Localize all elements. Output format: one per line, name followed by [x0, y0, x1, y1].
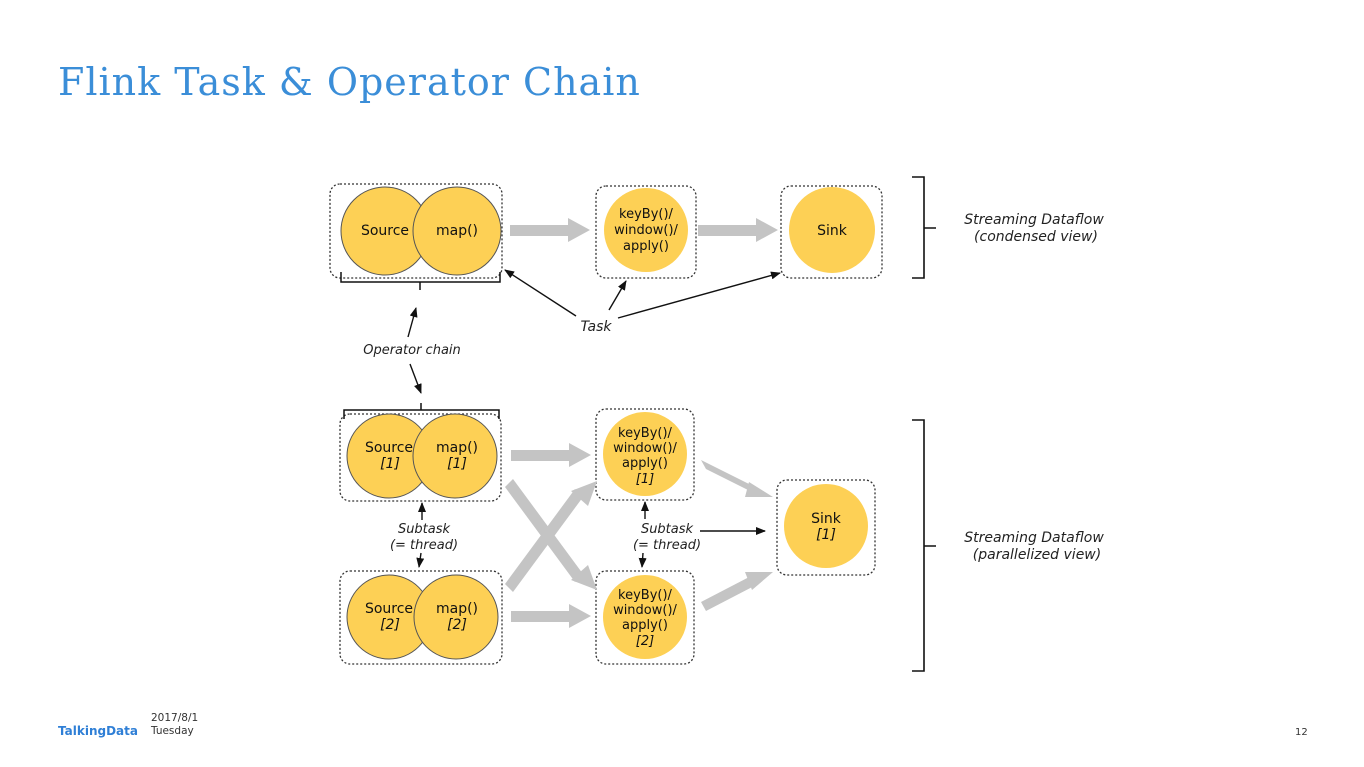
weekday-text: Tuesday — [151, 725, 194, 737]
map-1-node — [412, 413, 498, 499]
sink-label: Sink — [817, 223, 848, 239]
source-label: Source — [361, 223, 409, 239]
page-number: 12 — [1295, 727, 1308, 738]
map-label: map() — [436, 223, 478, 239]
keyby-label-2: window()/ — [614, 223, 678, 238]
keyby-label-3: apply() — [623, 239, 669, 254]
keyby-2-node — [603, 575, 687, 659]
map-node — [412, 186, 502, 276]
flow-arrow — [511, 604, 591, 628]
parallel-brace-label-2: (parallelized view) — [973, 547, 1101, 563]
parallel-brace-label-1: Streaming Dataflow — [964, 530, 1104, 546]
subtask-label-mid-2: (= thread) — [633, 538, 701, 553]
keyby-node — [604, 188, 688, 272]
cross-arrow — [505, 481, 597, 592]
footer-date: 2017/8/1 Tuesday — [151, 712, 198, 738]
keyby-1-label-1: keyBy()/ — [618, 426, 673, 441]
keyby-1-label-3: apply() — [622, 456, 668, 471]
subtask-label-mid-1: Subtask — [641, 522, 694, 537]
sink-node — [789, 187, 875, 273]
keyby-1-index: [1] — [636, 472, 654, 487]
keyby-1-label-2: window()/ — [613, 441, 677, 456]
keyby-2-label-3: apply() — [622, 618, 668, 633]
sink-1-node — [784, 484, 868, 568]
parallel-brace — [912, 419, 936, 672]
source-2-index: [2] — [380, 617, 400, 633]
flow-arrow — [511, 443, 591, 467]
parallel-view: Source [1] map() [1] Source [2] map() [2… — [339, 403, 1104, 672]
chain-bracket — [340, 272, 501, 290]
condensed-brace-label-2: (condensed view) — [974, 229, 1098, 245]
subtask-arrow — [638, 552, 647, 568]
condensed-brace-label-1: Streaming Dataflow — [964, 212, 1104, 228]
flow-arrow — [701, 460, 773, 497]
keyby-1-node — [603, 412, 687, 496]
flow-arrow — [698, 218, 778, 242]
keyby-2-index: [2] — [636, 634, 654, 649]
keyby-2-label-1: keyBy()/ — [618, 588, 673, 603]
date-text: 2017/8/1 — [151, 712, 199, 724]
talkingdata-logo: TalkingData — [58, 724, 138, 738]
map-2-index: [2] — [447, 617, 467, 633]
task-label: Task — [580, 319, 612, 335]
chain-bracket-top — [343, 403, 500, 419]
map-1-index: [1] — [447, 456, 467, 472]
task-annotation: Task — [504, 269, 781, 335]
map-2-node — [413, 574, 499, 660]
operator-chain-annotation: Operator chain — [363, 307, 461, 394]
map-1-label: map() — [436, 440, 478, 456]
subtask-label-left-1: Subtask — [398, 522, 451, 537]
cross-arrow — [505, 479, 597, 590]
operator-chain-label: Operator chain — [363, 343, 461, 358]
condensed-brace — [912, 176, 936, 279]
flow-arrow — [701, 572, 773, 611]
sink-1-index: [1] — [816, 527, 836, 543]
slide-title: Flink Task & Operator Chain — [58, 60, 641, 104]
source-1-label: Source — [365, 440, 413, 456]
keyby-2-label-2: window()/ — [613, 603, 677, 618]
source-1-index: [1] — [380, 456, 400, 472]
sink-1-label: Sink — [811, 511, 842, 527]
subtask-arrow — [416, 552, 425, 568]
keyby-label-1: keyBy()/ — [619, 207, 674, 222]
source-2-label: Source — [365, 601, 413, 617]
map-2-label: map() — [436, 601, 478, 617]
condensed-view: Source map() keyBy()/ window()/ apply() … — [329, 176, 1104, 290]
flow-arrow — [510, 218, 590, 242]
subtask-label-left-2: (= thread) — [390, 538, 458, 553]
